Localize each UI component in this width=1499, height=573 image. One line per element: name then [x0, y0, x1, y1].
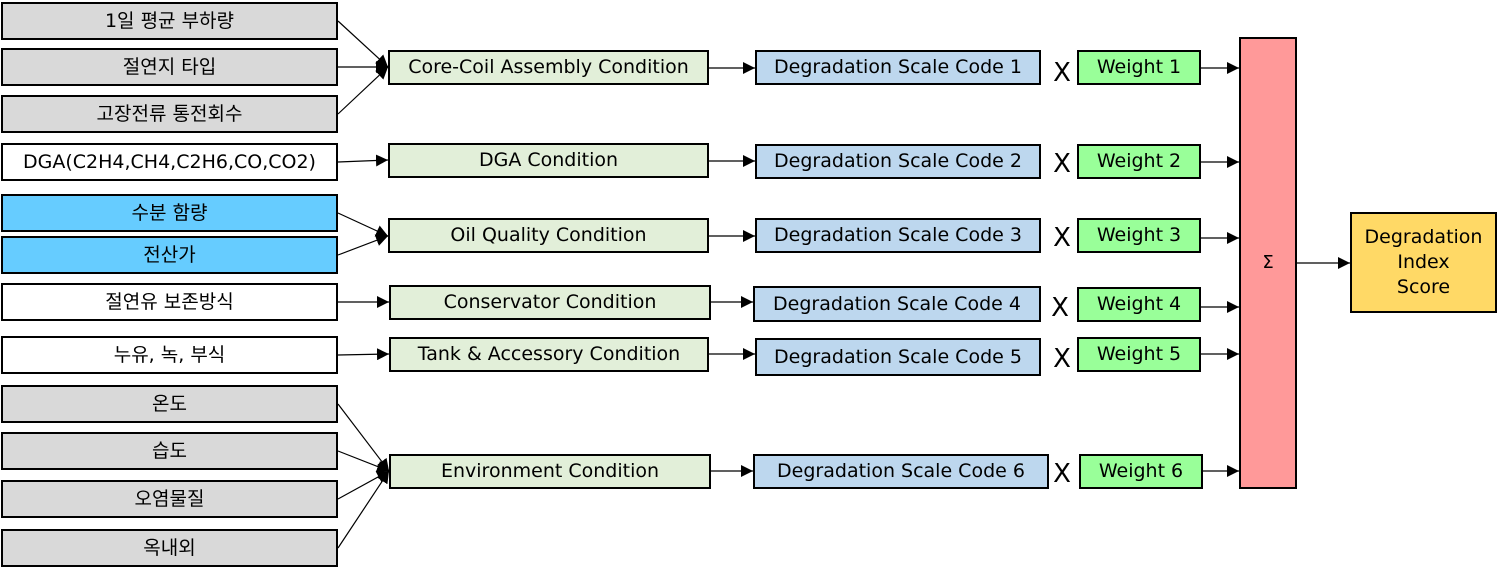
- multiply-symbol-5: X: [1053, 344, 1071, 374]
- input-box-pollutant: 오염물질: [1, 480, 338, 518]
- arrow-dga-to-condition: [337, 154, 389, 167]
- input-box-daily-load: 1일 평균 부하량: [1, 2, 338, 40]
- multiply-symbol-1: X: [1053, 58, 1071, 88]
- code-label: Degradation Scale Code 4: [773, 292, 1021, 315]
- code-label: Degradation Scale Code 2: [774, 150, 1022, 173]
- code-box-3: Degradation Scale Code 3: [755, 218, 1041, 253]
- input-label: 절연유 보존방식: [105, 290, 234, 313]
- condition-label: Environment Condition: [440, 460, 660, 483]
- condition-box-conservator: Conservator Condition: [389, 285, 711, 320]
- code-label: Degradation Scale Code 1: [774, 56, 1022, 79]
- result-line-1: Degradation: [1364, 226, 1483, 249]
- arrow-input3-to-core: [337, 66, 389, 115]
- code-box-1: Degradation Scale Code 1: [755, 50, 1041, 85]
- code-box-2: Degradation Scale Code 2: [755, 144, 1041, 179]
- arrow-acid-to-oil: [337, 234, 389, 256]
- input-label: 온도: [152, 392, 187, 415]
- input-box-humidity: 습도: [1, 432, 338, 470]
- sigma-symbol: Σ: [1262, 252, 1274, 274]
- input-box-paper-type: 절연지 타입: [1, 48, 338, 86]
- input-label: 고장전류 통전회수: [96, 102, 243, 125]
- weight-label: Weight 2: [1096, 150, 1182, 173]
- condition-box-oil-quality: Oil Quality Condition: [388, 218, 709, 253]
- code-box-6: Degradation Scale Code 6: [753, 454, 1049, 489]
- weight-label: Weight 4: [1096, 293, 1182, 316]
- input-label: 1일 평균 부하량: [104, 9, 235, 32]
- weight-label: Weight 1: [1096, 56, 1182, 79]
- condition-box-dga: DGA Condition: [388, 143, 709, 178]
- multiply-symbol-6: X: [1053, 459, 1071, 489]
- condition-label: Oil Quality Condition: [450, 224, 647, 247]
- input-label: 절연지 타입: [122, 55, 217, 78]
- code-box-4: Degradation Scale Code 4: [753, 286, 1041, 322]
- condition-box-environment: Environment Condition: [389, 454, 711, 489]
- condition-label: Conservator Condition: [443, 291, 657, 314]
- input-box-indoor-outdoor: 옥내외: [1, 529, 338, 567]
- code-label: Degradation Scale Code 6: [777, 460, 1025, 483]
- weight-box-6: Weight 6: [1079, 454, 1203, 489]
- input-box-oil-preservation: 절연유 보존방식: [1, 283, 338, 321]
- result-line-2: Index: [1397, 251, 1450, 274]
- input-label: 옥내외: [143, 536, 196, 559]
- input-label: DGA(C2H4,CH4,C2H6,CO,CO2): [23, 150, 316, 173]
- arrow-pollutant-to-env: [337, 470, 390, 500]
- input-label: 수분 함량: [131, 201, 208, 224]
- sum-box: Σ: [1239, 37, 1297, 489]
- result-line-3: Score: [1396, 275, 1451, 298]
- condition-label: Core-Coil Assembly Condition: [408, 56, 689, 79]
- result-box-degradation-index-score: Degradation Index Score: [1350, 212, 1497, 313]
- arrow-input1-to-core: [337, 20, 389, 68]
- code-box-5: Degradation Scale Code 5: [755, 338, 1041, 376]
- input-label: 습도: [152, 439, 187, 462]
- weight-box-2: Weight 2: [1077, 144, 1201, 179]
- multiply-symbol-3: X: [1053, 223, 1071, 253]
- input-box-acid-value: 전산가: [1, 236, 338, 274]
- multiply-symbol-2: X: [1053, 149, 1071, 179]
- condition-box-core-coil: Core-Coil Assembly Condition: [388, 50, 709, 85]
- weight-label: Weight 6: [1098, 460, 1184, 483]
- input-box-leak-rust: 누유, 녹, 부식: [1, 336, 338, 374]
- input-label: 오염물질: [134, 487, 205, 510]
- weight-box-5: Weight 5: [1077, 337, 1201, 372]
- code-label: Degradation Scale Code 5: [774, 345, 1022, 368]
- condition-label: DGA Condition: [478, 149, 619, 172]
- arrow-temp-to-env: [337, 403, 390, 472]
- condition-label: Tank & Accessory Condition: [417, 343, 681, 366]
- condition-box-tank-accessory: Tank & Accessory Condition: [389, 337, 709, 372]
- input-box-dga: DGA(C2H4,CH4,C2H6,CO,CO2): [1, 143, 338, 181]
- weight-box-1: Weight 1: [1077, 50, 1201, 85]
- input-box-fault-current: 고장전류 통전회수: [1, 95, 338, 133]
- input-box-moisture: 수분 함량: [1, 194, 338, 232]
- code-label: Degradation Scale Code 3: [774, 224, 1022, 247]
- weight-box-3: Weight 3: [1077, 218, 1201, 253]
- weight-label: Weight 5: [1096, 343, 1182, 366]
- arrow-leak-to-tank: [337, 348, 390, 361]
- input-label: 누유, 녹, 부식: [113, 343, 226, 366]
- input-label: 전산가: [143, 243, 196, 266]
- multiply-symbol-4: X: [1051, 293, 1069, 323]
- weight-box-4: Weight 4: [1077, 287, 1201, 322]
- arrow-indoor-to-env: [337, 470, 390, 549]
- arrow-moisture-to-oil: [337, 212, 389, 237]
- arrow-humidity-to-env: [337, 450, 390, 473]
- weight-label: Weight 3: [1096, 224, 1182, 247]
- input-box-temperature: 온도: [1, 385, 338, 423]
